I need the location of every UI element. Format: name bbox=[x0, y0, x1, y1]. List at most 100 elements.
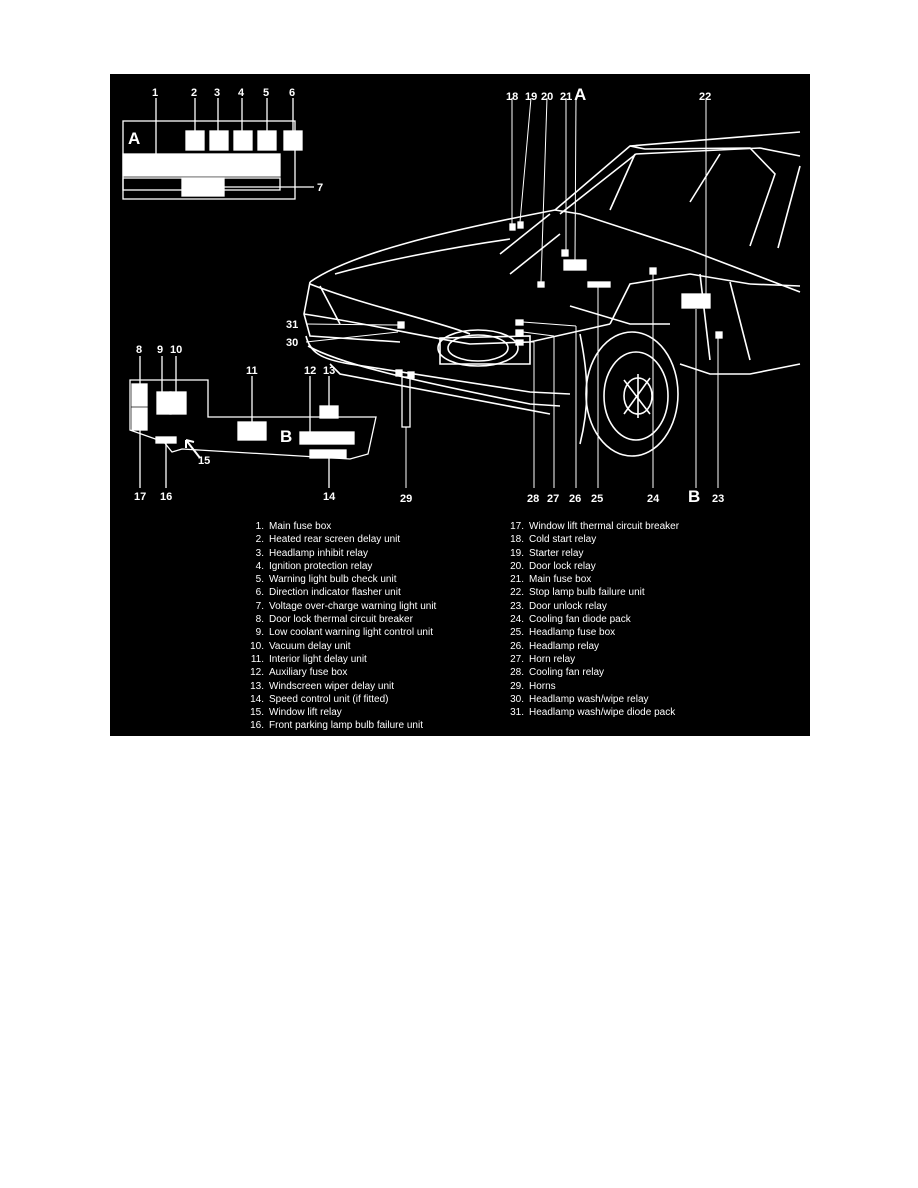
callout-31: 31 bbox=[286, 319, 298, 331]
legend-item: 5.Warning light bulb check unit bbox=[242, 573, 436, 586]
legend-item-label: Windscreen wiper delay unit bbox=[269, 680, 395, 692]
callout-20: 20 bbox=[541, 91, 553, 103]
callout-26: 26 bbox=[569, 493, 581, 505]
callout-9: 9 bbox=[157, 344, 163, 356]
legend-item-label: Headlamp wash/wipe relay bbox=[529, 693, 649, 705]
callout-15: 15 bbox=[198, 455, 210, 467]
legend-item-number: 21. bbox=[510, 574, 524, 586]
callout-10: 10 bbox=[170, 344, 182, 356]
legend-item-number: 31. bbox=[510, 707, 524, 719]
component-13-shape bbox=[319, 405, 339, 419]
legend-item: 25.Headlamp fuse box bbox=[502, 626, 679, 639]
callout-1: 1 bbox=[152, 87, 158, 99]
component-11-shape bbox=[237, 421, 267, 441]
legend-item-label: Headlamp inhibit relay bbox=[269, 547, 368, 559]
legend-item-label: Door unlock relay bbox=[529, 600, 607, 612]
legend-item-number: 24. bbox=[510, 614, 524, 626]
car-leaders bbox=[305, 97, 719, 488]
legend-item-label: Cooling fan diode pack bbox=[529, 614, 631, 626]
legend-item-number: 26. bbox=[510, 640, 524, 652]
callout-18: 18 bbox=[506, 91, 518, 103]
voltage-unit-shape bbox=[181, 177, 225, 197]
legend-item: 9.Low coolant warning light control unit bbox=[242, 626, 436, 639]
component-6-shape bbox=[283, 130, 303, 151]
component-17-shape bbox=[131, 407, 148, 431]
legend-item: 2.Heated rear screen delay unit bbox=[242, 533, 436, 546]
component-8-shape bbox=[131, 383, 148, 407]
callout-4: 4 bbox=[238, 87, 245, 99]
legend-item-label: Window lift thermal circuit breaker bbox=[529, 521, 680, 532]
legend-item-label: Headlamp relay bbox=[529, 640, 600, 652]
legend-item-number: 12. bbox=[250, 667, 264, 679]
legend-item: 29.Horns bbox=[502, 680, 679, 693]
legend-item-number: 29. bbox=[510, 680, 524, 692]
legend-item-number: 8. bbox=[255, 614, 264, 626]
legend-item-number: 9. bbox=[255, 627, 264, 639]
legend-item-label: Door lock thermal circuit breaker bbox=[269, 614, 413, 626]
legend-item-number: 27. bbox=[510, 653, 524, 665]
callout-27: 27 bbox=[547, 493, 559, 505]
legend-item: 31. Headlamp wash/wipe diode pack bbox=[502, 706, 679, 719]
legend-item-number: 25. bbox=[510, 627, 524, 639]
legend-item: 18.Cold start relay bbox=[502, 533, 679, 546]
callout-3: 3 bbox=[214, 87, 220, 99]
legend-item: 14.Speed control unit (if fitted) bbox=[242, 693, 436, 706]
callout-30: 30 bbox=[286, 337, 298, 349]
legend-item: 23. Door unlock relay bbox=[502, 600, 679, 613]
component-10-shape bbox=[169, 391, 187, 415]
legend-item: 30.Headlamp wash/wipe relay bbox=[502, 693, 679, 706]
legend-item-label: Window lift relay bbox=[269, 707, 342, 719]
component-3-shape bbox=[209, 130, 229, 151]
callout-23: 23 bbox=[712, 493, 724, 505]
legend-item-label: Cooling fan relay bbox=[529, 667, 605, 679]
callout-numbers: 1 2 3 4 5 6 7 8 9 10 11 12 13 14 15 16 1… bbox=[134, 87, 724, 505]
stop-lamp-unit-marker bbox=[681, 293, 711, 309]
diagram-drawing: A B A B 1 2 3 4 5 6 7 8 9 10 11 12 13 14… bbox=[122, 85, 801, 506]
legend-item: 8. Door lock thermal circuit breaker bbox=[242, 613, 436, 626]
callout-2: 2 bbox=[191, 87, 197, 99]
legend-item-label: Main fuse box bbox=[269, 521, 332, 532]
legend-item-number: 15. bbox=[250, 707, 264, 719]
callout-25: 25 bbox=[591, 493, 603, 505]
legend-item: 3.Headlamp inhibit relay bbox=[242, 547, 436, 560]
legend-item-number: 18. bbox=[510, 534, 524, 546]
legend-item-number: 23. bbox=[510, 600, 524, 612]
legend-item: 16.Front parking lamp bulb failure unit bbox=[242, 719, 436, 732]
legend-item-number: 11. bbox=[250, 653, 264, 665]
legend-item: 26. Headlamp relay bbox=[502, 640, 679, 653]
component-16-shape bbox=[155, 436, 177, 444]
callout-13: 13 bbox=[323, 365, 335, 377]
legend-item: 20.Door lock relay bbox=[502, 560, 679, 573]
callout-12: 12 bbox=[304, 365, 316, 377]
legend-item-label: Starter relay bbox=[529, 547, 584, 559]
legend-item-label: Vacuum delay unit bbox=[269, 640, 351, 652]
legend-item-number: 13. bbox=[250, 680, 264, 692]
legend-item: 17.Window lift thermal circuit breaker bbox=[502, 520, 679, 533]
legend-item: 7.Voltage over-charge warning light unit bbox=[242, 600, 437, 613]
legend-item-number: 22. bbox=[510, 587, 524, 599]
auxiliary-fuse-box-shape bbox=[299, 431, 355, 445]
legend-item: 15. Window lift relay bbox=[242, 706, 436, 719]
component-5-shape bbox=[257, 130, 277, 151]
legend-item: 22.Stop lamp bulb failure unit bbox=[502, 586, 679, 599]
legend-item-label: Direction indicator flasher unit bbox=[269, 587, 401, 599]
component-2-shape bbox=[185, 130, 205, 151]
legend-item: 4.Ignition protection relay bbox=[242, 560, 436, 573]
legend-item: 10. Vacuum delay unit bbox=[242, 640, 436, 653]
legend-item-label: Front parking lamp bulb failure unit bbox=[269, 720, 423, 732]
inset-b-frame bbox=[129, 379, 377, 460]
legend-item-label: Warning light bulb check unit bbox=[269, 574, 397, 586]
legend-item-label: Auxiliary fuse box bbox=[269, 667, 348, 679]
legend-item-number: 28. bbox=[510, 667, 524, 679]
inset-a-letter: A bbox=[128, 129, 140, 148]
legend-item-number: 6. bbox=[255, 587, 264, 599]
callout-19: 19 bbox=[525, 91, 537, 103]
callout-8: 8 bbox=[136, 344, 142, 356]
legend-item-label: Ignition protection relay bbox=[269, 560, 373, 572]
legend-item-label: Headlamp wash/wipe diode pack bbox=[529, 707, 676, 719]
legend-item: 12. Auxiliary fuse box bbox=[242, 666, 436, 679]
legend-item-number: 10. bbox=[250, 640, 264, 652]
callout-21: 21 bbox=[560, 91, 572, 103]
